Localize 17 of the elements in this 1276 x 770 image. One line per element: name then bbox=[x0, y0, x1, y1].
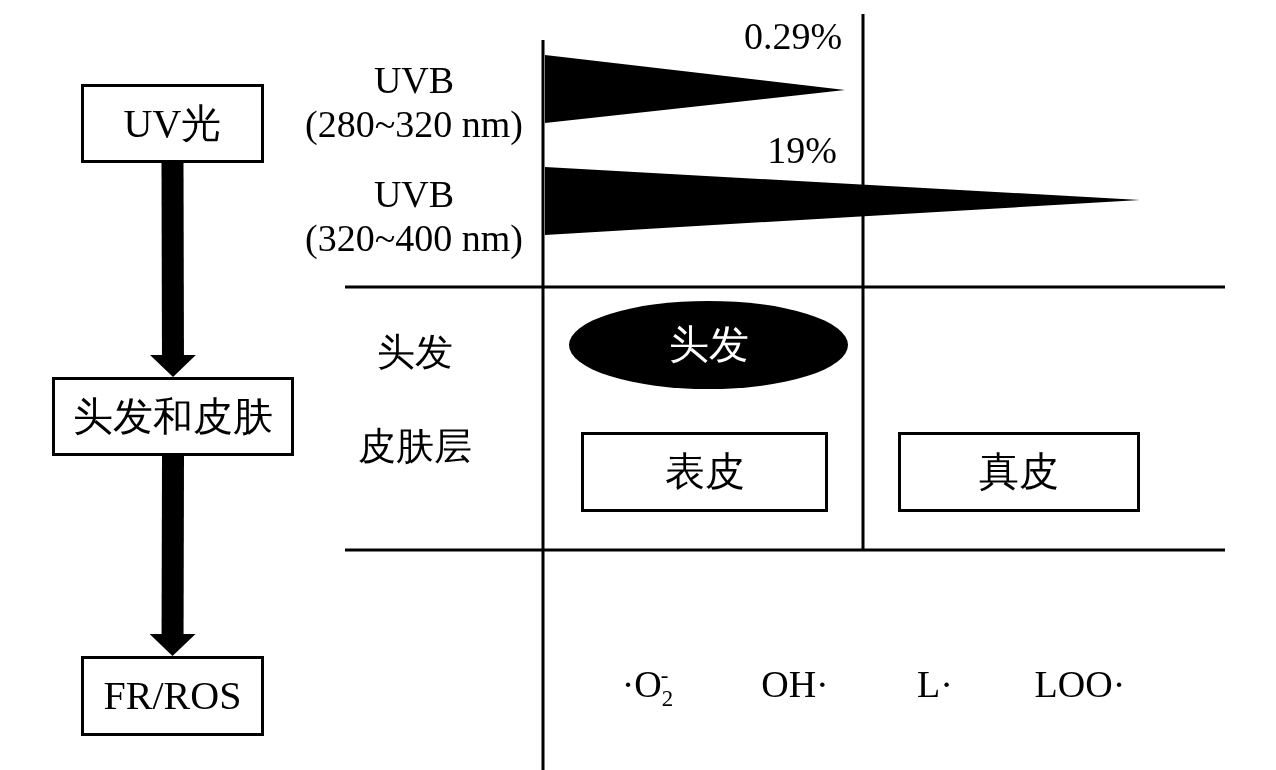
hair-oval: 头发 bbox=[569, 301, 848, 389]
arrow bbox=[149, 162, 196, 377]
flow-box: FR/ROS bbox=[81, 656, 264, 736]
flow-box: UV光 bbox=[81, 84, 264, 163]
row-header: 头发 bbox=[376, 330, 454, 374]
percentage-label: 19% bbox=[766, 128, 838, 172]
layer-box: 真皮 bbox=[898, 432, 1140, 512]
percentage-label: 0.29% bbox=[742, 14, 844, 58]
layer-box: 表皮 bbox=[581, 432, 828, 512]
radical-label: L· bbox=[916, 662, 954, 706]
row-header: 皮肤层 bbox=[357, 424, 473, 468]
arrow bbox=[149, 455, 196, 656]
wavelength-label: UVB (280~320 nm) bbox=[304, 58, 524, 146]
wavelength-label: UVB (320~400 nm) bbox=[304, 172, 524, 260]
radical-label: LOO· bbox=[1033, 662, 1127, 706]
flow-box: 头发和皮肤 bbox=[52, 377, 294, 456]
radical-label: OH· bbox=[760, 662, 830, 706]
